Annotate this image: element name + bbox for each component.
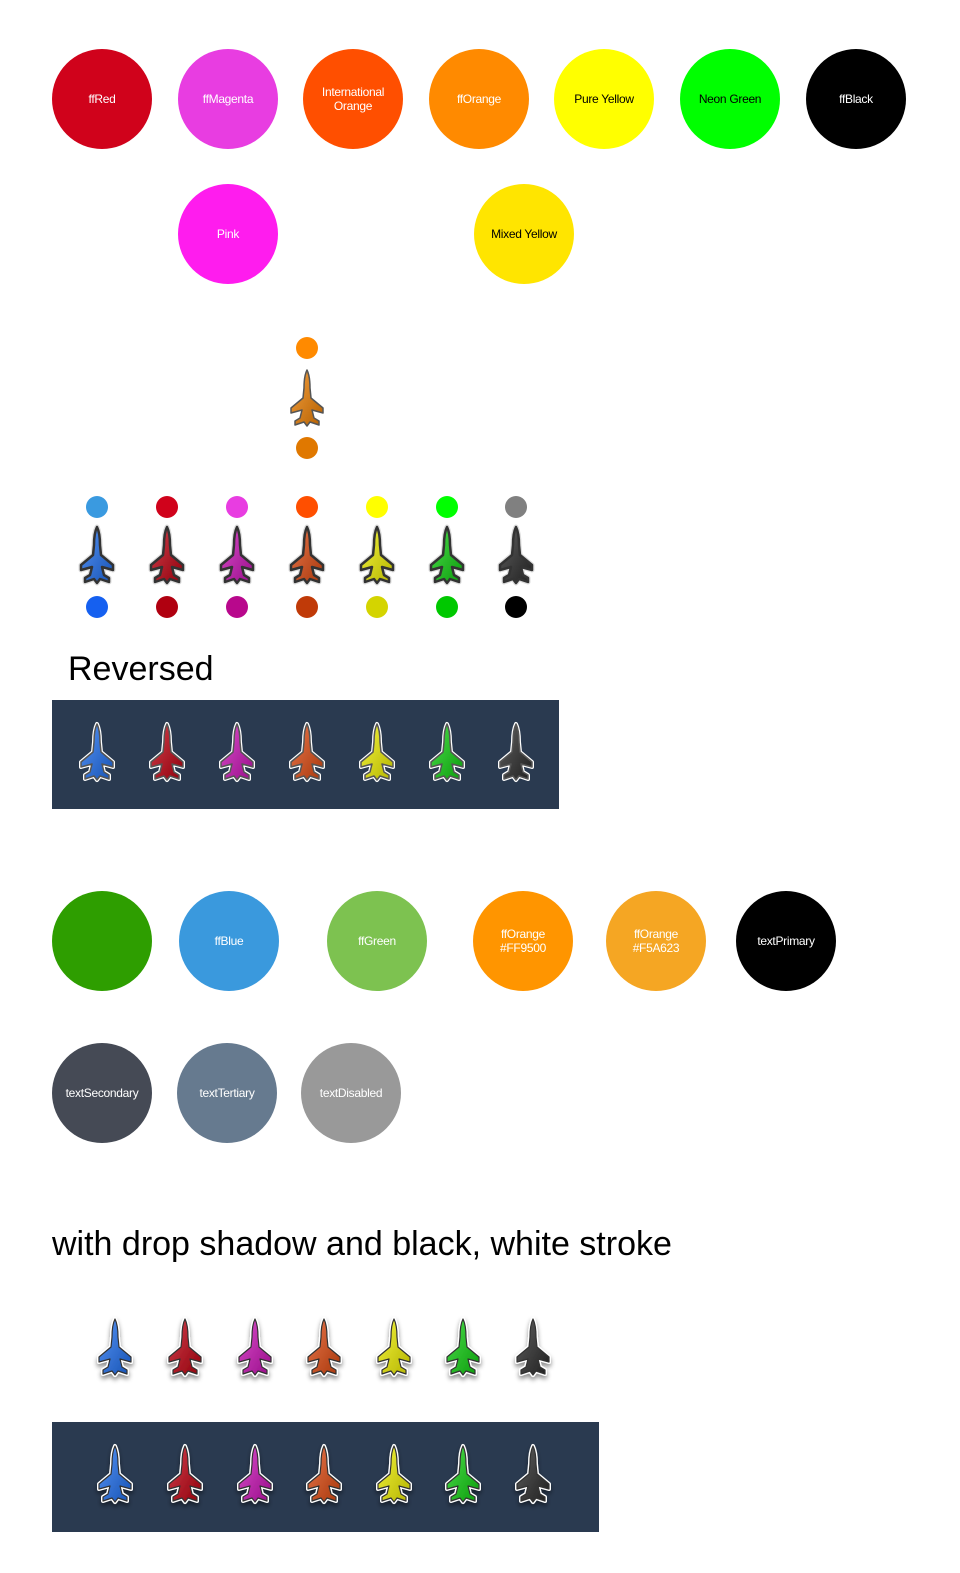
- swatch-label: ffRed: [88, 92, 116, 106]
- color-swatch: [52, 891, 152, 991]
- jet-icon: [428, 524, 466, 586]
- palette-top-dot: [505, 496, 527, 518]
- palette-bottom-dot: [366, 596, 388, 618]
- shadow-dark-jet-icon: [376, 1444, 412, 1504]
- single-jet-bottom-dot: [296, 437, 318, 459]
- palette-top-dot: [86, 496, 108, 518]
- shadow-jet-icon: [97, 1317, 133, 1377]
- reversed-jet-icon: [429, 722, 465, 782]
- reversed-jet-icon: [289, 722, 325, 782]
- color-swatch: Mixed Yellow: [474, 184, 574, 284]
- reversed-heading: Reversed: [68, 650, 214, 688]
- reversed-jet-icon: [219, 722, 255, 782]
- shadow-jet-icon: [306, 1317, 342, 1377]
- color-swatch: ffBlue: [179, 891, 279, 991]
- reversed-jet-icon: [79, 722, 115, 782]
- jet-icon: [148, 524, 186, 586]
- color-swatch: ffMagenta: [178, 49, 278, 149]
- color-swatch: ffGreen: [327, 891, 427, 991]
- color-swatch: Pure Yellow: [554, 49, 654, 149]
- swatch-label: textPrimary: [757, 934, 815, 948]
- color-swatch: ffBlack: [806, 49, 906, 149]
- jet-icon: [497, 524, 535, 586]
- color-swatch: ffOrange: [429, 49, 529, 149]
- swatch-label: ffOrange: [456, 92, 502, 106]
- palette-top-dot: [436, 496, 458, 518]
- shadow-jet-icon: [376, 1317, 412, 1377]
- swatch-label: ffOrange #FF9500: [500, 927, 546, 955]
- reversed-jet-icon: [359, 722, 395, 782]
- swatch-label: ffOrange #F5A623: [632, 927, 680, 955]
- jet-icon: [288, 524, 326, 586]
- palette-top-dot: [296, 496, 318, 518]
- swatch-label: Mixed Yellow: [491, 227, 557, 241]
- swatch-label: ffBlue: [214, 934, 244, 948]
- jet-icon: [78, 524, 116, 586]
- jet-icon: [358, 524, 396, 586]
- shadow-jet-icon: [515, 1317, 551, 1377]
- palette-bottom-dot: [436, 596, 458, 618]
- single-jet-top-dot: [296, 337, 318, 359]
- palette-bottom-dot: [156, 596, 178, 618]
- shadow-jet-icon: [237, 1317, 273, 1377]
- swatch-label: ffMagenta: [202, 92, 254, 106]
- color-swatch: International Orange: [303, 49, 403, 149]
- color-swatch: textPrimary: [736, 891, 836, 991]
- swatch-label: International Orange: [321, 85, 385, 113]
- reversed-jet-icon: [149, 722, 185, 782]
- palette-top-dot: [366, 496, 388, 518]
- single-jet-icon: [289, 368, 325, 428]
- swatch-label: Pure Yellow: [574, 92, 634, 106]
- swatch-label: Pink: [216, 227, 240, 241]
- shadow-dark-jet-icon: [515, 1444, 551, 1504]
- swatch-label: textDisabled: [319, 1086, 383, 1100]
- reversed-jet-icon: [498, 722, 534, 782]
- color-swatch: textTertiary: [177, 1043, 277, 1143]
- swatch-label: textSecondary: [65, 1086, 139, 1100]
- color-swatch: textSecondary: [52, 1043, 152, 1143]
- color-swatch: ffRed: [52, 49, 152, 149]
- palette-bottom-dot: [226, 596, 248, 618]
- palette-bottom-dot: [505, 596, 527, 618]
- swatch-label: Neon Green: [698, 92, 762, 106]
- shadow-jet-icon: [445, 1317, 481, 1377]
- palette-bottom-dot: [86, 596, 108, 618]
- swatch-label: ffGreen: [358, 934, 396, 948]
- color-swatch: textDisabled: [301, 1043, 401, 1143]
- swatch-label: ffBlack: [839, 92, 873, 106]
- palette-top-dot: [156, 496, 178, 518]
- color-swatch: Neon Green: [680, 49, 780, 149]
- shadow-dark-jet-icon: [306, 1444, 342, 1504]
- shadow-dark-jet-icon: [237, 1444, 273, 1504]
- shadow-jet-icon: [167, 1317, 203, 1377]
- palette-top-dot: [226, 496, 248, 518]
- shadow-heading: with drop shadow and black, white stroke: [52, 1225, 672, 1263]
- jet-icon: [218, 524, 256, 586]
- shadow-dark-jet-icon: [167, 1444, 203, 1504]
- swatch-label: textTertiary: [199, 1086, 255, 1100]
- palette-bottom-dot: [296, 596, 318, 618]
- shadow-dark-jet-icon: [97, 1444, 133, 1504]
- color-swatch: Pink: [178, 184, 278, 284]
- color-swatch: ffOrange #FF9500: [473, 891, 573, 991]
- color-swatch: ffOrange #F5A623: [606, 891, 706, 991]
- shadow-dark-jet-icon: [445, 1444, 481, 1504]
